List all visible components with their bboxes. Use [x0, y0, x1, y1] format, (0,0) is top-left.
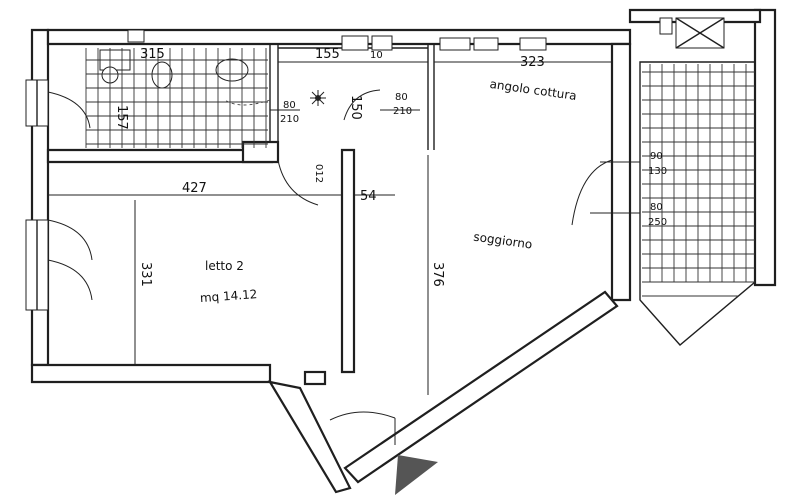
- window-balcony-width: 90: [650, 151, 663, 162]
- north-arrow-icon: [395, 455, 438, 495]
- dim-closet-mark: 012: [313, 164, 324, 183]
- room-label-kitchen: angolo cottura: [489, 77, 578, 103]
- dim-bath-width: 315: [140, 47, 165, 62]
- doors: [47, 89, 613, 445]
- room-label-living: soggiorno: [473, 230, 534, 252]
- dim-hall-depth: 150: [348, 95, 363, 120]
- interior-walls: [46, 44, 435, 386]
- room-label-bedroom: letto 2: [205, 259, 244, 273]
- kitchen-fixtures: [127, 29, 547, 51]
- dim-bedroom-depth: 331: [138, 262, 153, 287]
- door-hall-width: 80: [395, 92, 408, 103]
- dim-bath-depth: 157: [114, 105, 129, 130]
- ceiling-light-icon: [310, 90, 326, 106]
- door-balcony-width: 80: [650, 202, 663, 213]
- bathroom: [85, 48, 268, 148]
- dim-hall-width: 155: [315, 47, 340, 62]
- dim-bedroom-width: 427: [182, 181, 207, 196]
- door-bath-height: 210: [280, 114, 299, 125]
- door-hall-height: 210: [393, 106, 412, 117]
- door-bath-width: 80: [283, 100, 296, 111]
- dim-hall-gap: 54: [360, 189, 377, 204]
- window-balcony-height: 130: [648, 166, 667, 177]
- dim-kitchen-width: 323: [520, 55, 545, 70]
- room-area-bedroom: mq 14.12: [199, 287, 257, 305]
- dimension-lines: [48, 61, 640, 395]
- door-balcony-height: 250: [648, 217, 667, 228]
- labels: angolo cottura soggiorno letto 2 mq 14.1…: [114, 47, 667, 305]
- dim-small-mark: 10: [370, 50, 383, 61]
- left-windows: [25, 79, 49, 311]
- balcony: [639, 17, 756, 346]
- dim-living-depth: 376: [430, 262, 445, 287]
- outer-walls: [30, 8, 777, 494]
